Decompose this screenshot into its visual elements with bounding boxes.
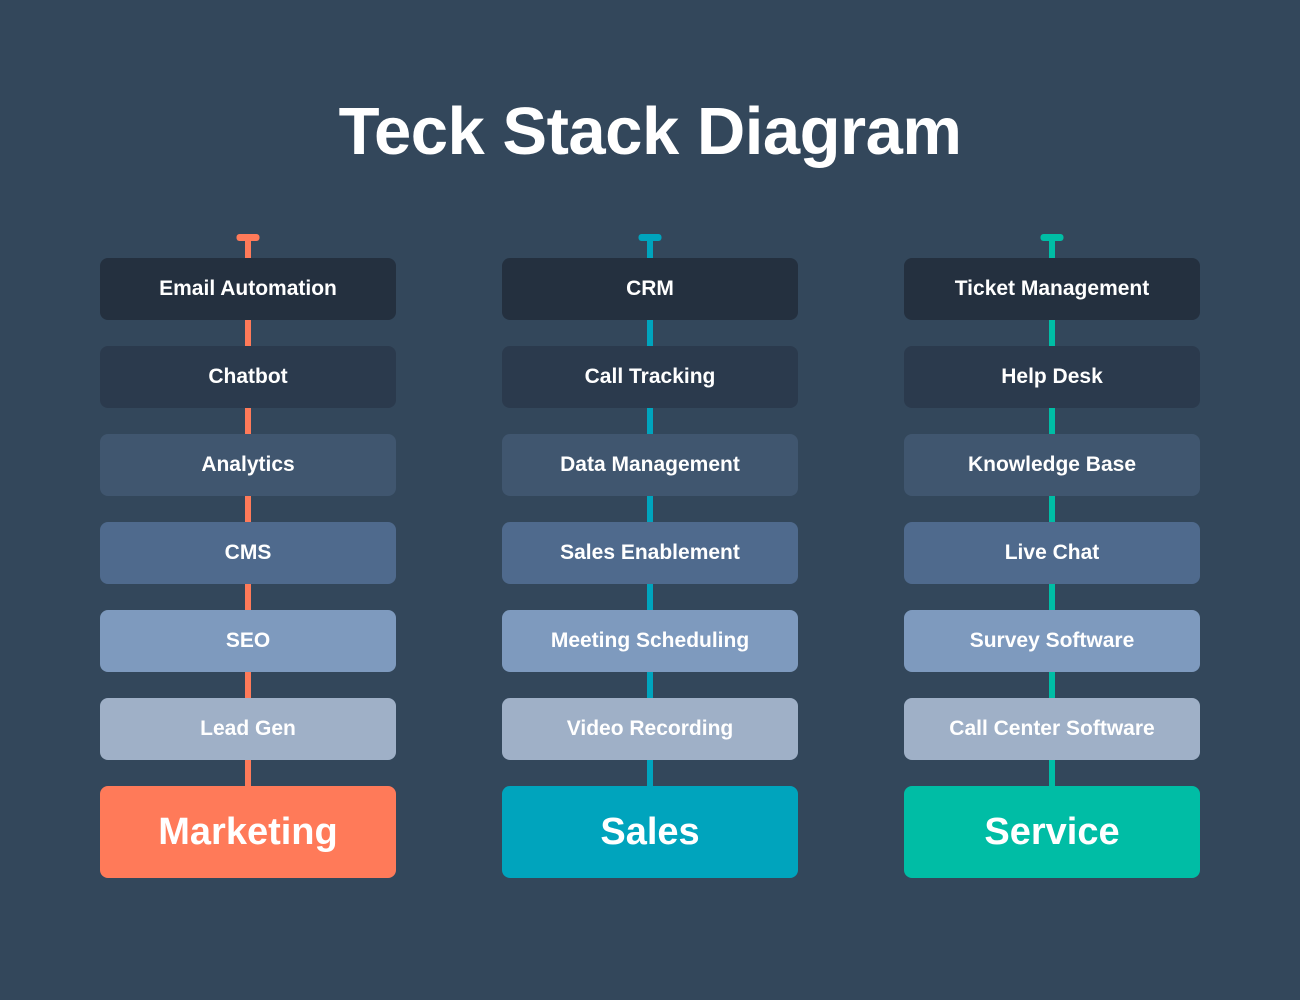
stack-layer[interactable]: CRM [502, 258, 798, 320]
connector-line-sales [647, 240, 653, 802]
stack-layer[interactable]: Survey Software [904, 610, 1200, 672]
stack-column-sales: CRM Call Tracking Data Management Sales … [502, 228, 798, 888]
stack-layer[interactable]: Call Center Software [904, 698, 1200, 760]
connector-cap-icon-sales [638, 234, 662, 241]
stack-layer[interactable]: Data Management [502, 434, 798, 496]
stack-layer[interactable]: Live Chat [904, 522, 1200, 584]
stack-layer[interactable]: SEO [100, 610, 396, 672]
page-title: Teck Stack Diagram [338, 94, 962, 169]
stack-column-service: Ticket Management Help Desk Knowledge Ba… [904, 228, 1200, 888]
connector-line-service [1049, 240, 1055, 802]
stack-layer[interactable]: Ticket Management [904, 258, 1200, 320]
stack-column-marketing: Email Automation Chatbot Analytics CMS S… [100, 228, 396, 888]
stack-base-marketing[interactable]: Marketing [100, 786, 396, 878]
stack-columns: Email Automation Chatbot Analytics CMS S… [100, 228, 1200, 888]
stack-layer[interactable]: Video Recording [502, 698, 798, 760]
stack-layer[interactable]: CMS [100, 522, 396, 584]
stack-layer[interactable]: Email Automation [100, 258, 396, 320]
layer-stack-sales: CRM Call Tracking Data Management Sales … [502, 228, 798, 760]
stack-base-service[interactable]: Service [904, 786, 1200, 878]
stack-layer[interactable]: Chatbot [100, 346, 396, 408]
stack-base-sales[interactable]: Sales [502, 786, 798, 878]
stack-layer[interactable]: Knowledge Base [904, 434, 1200, 496]
stack-layer[interactable]: Analytics [100, 434, 396, 496]
stack-layer[interactable]: Sales Enablement [502, 522, 798, 584]
connector-line-marketing [245, 240, 251, 802]
stack-layer[interactable]: Meeting Scheduling [502, 610, 798, 672]
layer-stack-service: Ticket Management Help Desk Knowledge Ba… [904, 228, 1200, 760]
stack-layer[interactable]: Lead Gen [100, 698, 396, 760]
connector-cap-icon-marketing [236, 234, 260, 241]
layer-stack-marketing: Email Automation Chatbot Analytics CMS S… [100, 228, 396, 760]
stack-layer[interactable]: Help Desk [904, 346, 1200, 408]
stack-layer[interactable]: Call Tracking [502, 346, 798, 408]
connector-cap-icon-service [1040, 234, 1064, 241]
